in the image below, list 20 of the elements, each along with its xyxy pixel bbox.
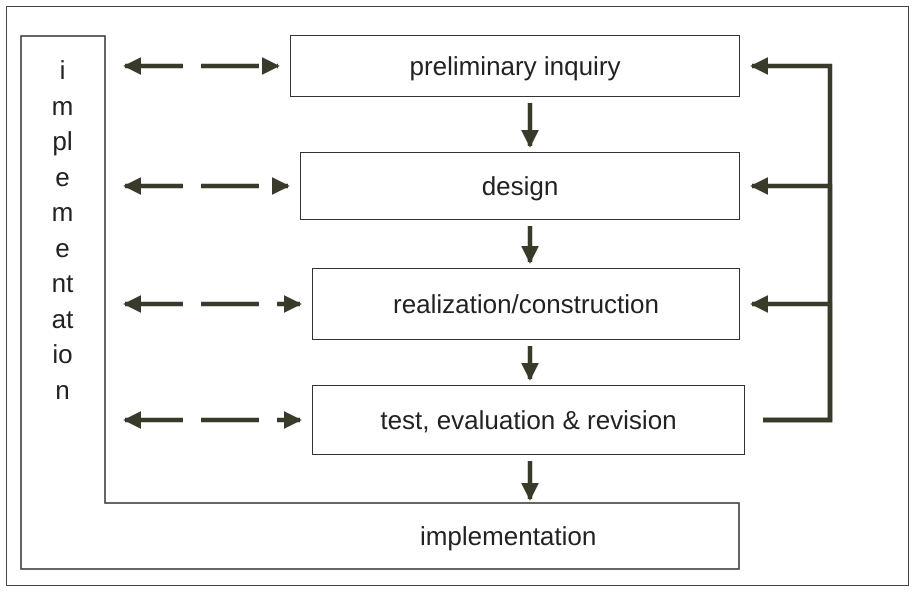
arrow (123, 177, 290, 195)
box-label: implementation (420, 520, 596, 552)
arrow (123, 411, 302, 429)
arrow (521, 103, 539, 148)
arrow (521, 461, 539, 501)
arrow (521, 346, 539, 381)
box-label: design (482, 170, 558, 202)
box-label: preliminary inquiry (410, 50, 620, 82)
box-label: test, evaluation & revision (380, 404, 677, 436)
arrow (123, 295, 302, 313)
process-box (290, 35, 740, 97)
arrow (750, 295, 832, 422)
process-box (300, 152, 740, 220)
process-box (312, 268, 740, 340)
arrow (123, 57, 280, 75)
box-label: realization/construction (393, 288, 659, 320)
process-box (312, 385, 745, 455)
arrow (521, 226, 539, 264)
vertical-label: implementation (50, 54, 74, 406)
l-shaped-band (20, 35, 740, 570)
